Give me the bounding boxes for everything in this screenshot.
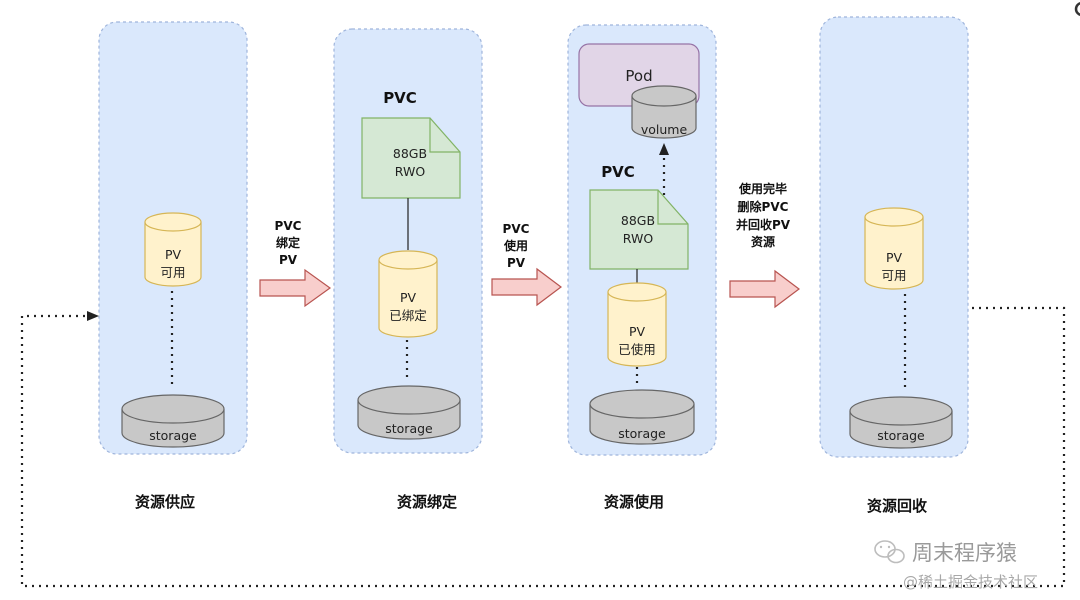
storage-cylinder	[589, 389, 695, 445]
transition-label-line: 资源	[751, 234, 775, 249]
pv-status-label: 已使用	[618, 342, 656, 357]
pv-label: PV	[629, 324, 646, 339]
volume-label: volume	[641, 122, 688, 137]
storage-cylinder	[357, 385, 461, 440]
transition-label-line: 删除PVC	[738, 199, 789, 214]
pv-label: PV	[400, 290, 417, 305]
pvc-access-mode: RWO	[395, 164, 426, 179]
reclaim-loop-line	[20, 306, 1066, 588]
transition-label-line: PVC	[275, 219, 302, 233]
stage-title: 资源使用	[604, 493, 664, 511]
transition-arrow	[259, 268, 332, 308]
pv-cylinder	[378, 250, 438, 338]
pvc-capacity: 88GB	[393, 146, 427, 161]
pod-label: Pod	[625, 67, 652, 85]
storage-label: storage	[385, 421, 433, 436]
pv-label: PV	[886, 250, 903, 265]
pv-status-label: 可用	[160, 265, 185, 280]
pvc-volume-arrowhead	[659, 143, 669, 155]
watermark-account: 周末程序猿	[912, 541, 1017, 565]
transition-label-line: 并回收PV	[736, 217, 791, 232]
transition-label-line: PVC	[503, 222, 530, 236]
pv-cylinder	[607, 282, 667, 367]
pvc-document-fold	[657, 190, 688, 225]
storage-label: storage	[618, 426, 666, 441]
watermark-credit: @稀土掘金技术社区	[903, 573, 1038, 591]
transition-label-line: PV	[279, 253, 298, 267]
stage-title: 资源供应	[135, 493, 195, 511]
transition-arrow	[729, 269, 800, 309]
transition-arrow	[491, 267, 562, 307]
pvc-access-mode: RWO	[623, 231, 654, 246]
pvc-document	[589, 189, 689, 270]
pvc-document	[361, 117, 461, 199]
transition-label-line: 使用	[503, 238, 528, 253]
pv-cylinder	[864, 207, 924, 290]
transition-label-line: PV	[507, 256, 526, 270]
volume-cylinder	[631, 85, 697, 139]
pv-label: PV	[165, 247, 182, 262]
pvc-label: PVC	[383, 89, 417, 107]
storage-cylinder	[121, 394, 225, 448]
transition-label-line: 使用完毕	[738, 181, 787, 196]
storage-cylinder	[849, 396, 953, 449]
pv-status-label: 可用	[881, 268, 906, 283]
pv-status-label: 已绑定	[389, 308, 427, 323]
corner-circle-icon	[1074, 2, 1080, 16]
pv-cylinder	[144, 212, 202, 287]
storage-label: storage	[877, 428, 925, 443]
pvc-capacity: 88GB	[621, 213, 655, 228]
pvc-document-fold	[429, 118, 460, 153]
reclaim-loop-arrowhead	[87, 311, 99, 321]
transition-label-line: 绑定	[276, 235, 300, 250]
pvc-label: PVC	[601, 163, 635, 181]
storage-label: storage	[149, 428, 197, 443]
stage-title: 资源绑定	[397, 493, 457, 511]
stage-title: 资源回收	[867, 497, 927, 515]
wechat-icon	[874, 540, 905, 564]
